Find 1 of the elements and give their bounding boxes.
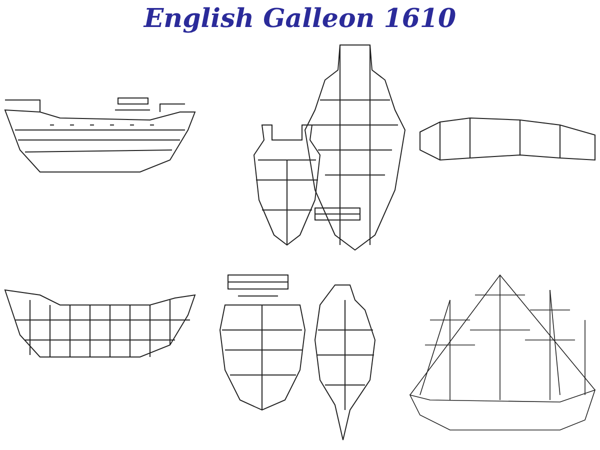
title: English Galleon 1610 bbox=[142, 4, 458, 34]
